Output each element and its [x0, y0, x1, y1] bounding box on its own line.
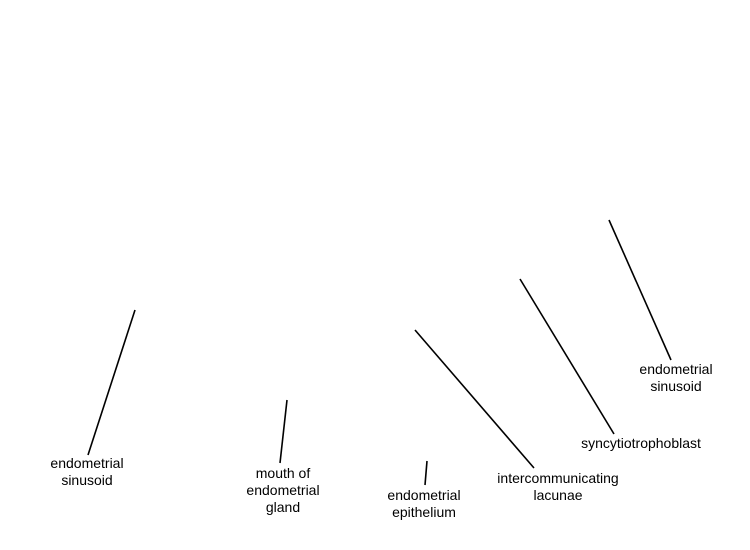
leader-line-endometrial-epithelium [424, 460, 428, 486]
label-line: sinusoid [650, 378, 702, 394]
leader-line-mouth-of-endometrial-gland [279, 399, 288, 464]
label-syncytiotrophoblast: syncytiotrophoblast [581, 435, 701, 452]
label-endometrial-epithelium: endometrial epithelium [387, 487, 460, 521]
label-line: endometrial [387, 487, 461, 503]
label-endometrial-sinusoid-right: endometrial sinusoid [639, 361, 712, 395]
leader-line-syncytiotrophoblast [519, 278, 615, 435]
label-line: endometrial [50, 455, 124, 471]
leader-line-intercommunicating-lacunae [414, 329, 535, 469]
label-line: intercommunicating [497, 470, 619, 486]
leader-line-endometrial-sinusoid-right [608, 219, 672, 361]
label-line: endometrial [246, 482, 320, 498]
label-mouth-of-endometrial-gland: mouth of endometrial gland [246, 465, 319, 516]
leader-line-endometrial-sinusoid-left [87, 309, 136, 456]
label-line: syncytiotrophoblast [581, 435, 701, 451]
label-line: epithelium [392, 504, 456, 520]
label-line: endometrial [639, 361, 713, 377]
label-intercommunicating-lacunae: intercommunicating lacunae [497, 470, 618, 504]
label-line: mouth of [255, 465, 311, 481]
label-line: sinusoid [61, 472, 113, 488]
label-line: lacunae [533, 487, 583, 503]
label-line: gland [265, 499, 301, 515]
label-endometrial-sinusoid-left: endometrial sinusoid [50, 455, 123, 489]
